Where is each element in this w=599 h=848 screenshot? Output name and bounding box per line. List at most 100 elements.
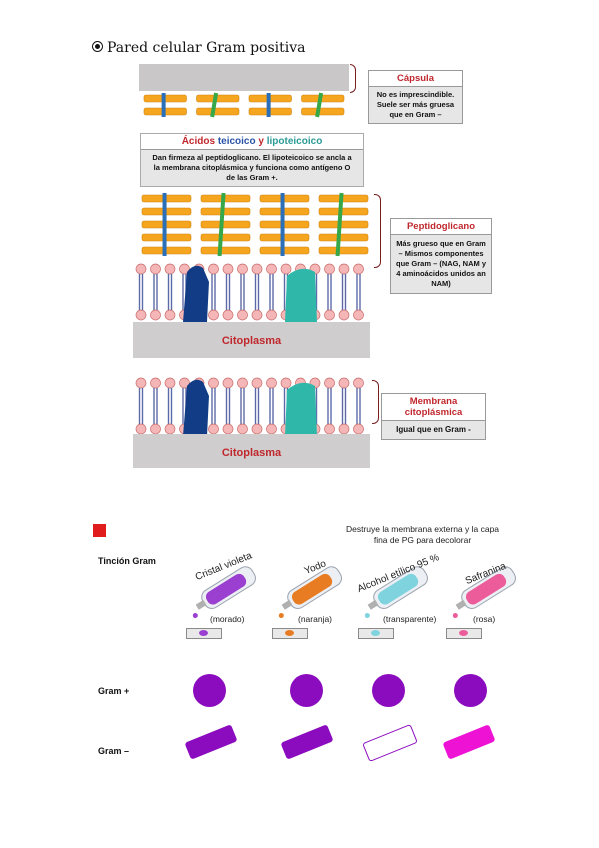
peptidoglicano-box: Peptidoglicano Más grueso que en Gram – … <box>390 218 492 294</box>
capsule-box: Cápsula No es imprescindible. Suele ser … <box>368 70 463 124</box>
lipid-head <box>222 377 234 389</box>
lipid-head <box>150 377 161 389</box>
gram-pos-cell-1 <box>193 674 226 707</box>
glycan-strand <box>196 107 240 116</box>
acidos-title: Ácidos teicoico y lipoteicoico <box>141 134 363 150</box>
glycan-strand <box>318 220 369 229</box>
lipid-head <box>222 423 234 435</box>
crosslink-chain <box>335 192 344 257</box>
acidos-text: Dan firmeza al peptidoglicano. El lipote… <box>141 150 363 186</box>
lipid-head <box>208 263 219 275</box>
gram-neg-rod-1 <box>184 724 238 760</box>
lipid-head <box>150 263 161 275</box>
lipid-head <box>179 377 190 389</box>
bullet-icon <box>92 41 103 52</box>
membrane-bilayer-2 <box>135 377 364 436</box>
reagent-result-1: (morado) <box>210 614 245 624</box>
lipid-head <box>266 309 277 321</box>
lipid-head <box>353 263 364 275</box>
citoplasma-1: Citoplasma <box>133 322 370 358</box>
integral-protein-blue <box>183 379 209 436</box>
lipid-head <box>135 377 147 389</box>
decolor-note: Destruye la membrana externa y la capa f… <box>345 524 500 544</box>
drop <box>364 613 370 619</box>
lipid-head <box>324 263 335 275</box>
reagent-bottle <box>278 566 342 619</box>
lipid-head <box>353 423 364 435</box>
lipid-head <box>164 377 176 389</box>
lipid-head <box>251 309 263 321</box>
lipid-head <box>324 423 335 435</box>
gram-pos-cell-2 <box>290 674 323 707</box>
crosslink-chain <box>315 92 324 118</box>
slide-2 <box>272 628 308 639</box>
glycan-strand <box>200 246 251 255</box>
lipid-head <box>150 423 161 435</box>
lipid-head <box>237 263 248 275</box>
reagent-bottle <box>192 566 256 619</box>
lipid-head <box>324 377 335 389</box>
membrane-bracket <box>372 380 379 424</box>
lipid-head <box>164 263 176 275</box>
reagent-result-2: (naranja) <box>298 614 333 624</box>
bottle-nozzle <box>195 599 207 610</box>
glycan-strand <box>200 194 251 203</box>
drop <box>452 613 458 619</box>
acidos-box: Ácidos teicoico y lipoteicoico Dan firme… <box>140 133 364 187</box>
lipid-head <box>237 309 248 321</box>
reagent-bottle <box>364 566 428 619</box>
drop <box>192 613 198 619</box>
lipid-head <box>237 423 248 435</box>
lipid-head <box>222 263 234 275</box>
reagent-result-4: (rosa) <box>473 614 496 624</box>
lipid-head <box>266 377 277 389</box>
lipid-head <box>251 263 263 275</box>
capsule-bracket <box>350 64 356 93</box>
slide-4 <box>446 628 482 639</box>
lipid-head <box>179 263 190 275</box>
crosslink-chain <box>210 92 219 118</box>
lipid-head <box>338 263 350 275</box>
lipid-head <box>135 309 147 321</box>
capsule-text: No es imprescindible. Suele ser más grue… <box>369 87 462 123</box>
bottle-nozzle <box>455 599 467 610</box>
membrana-title: Membrana citoplásmica <box>382 394 485 421</box>
glycan-strand <box>318 246 369 255</box>
page-title: Pared celular Gram positiva <box>92 40 305 56</box>
lipid-head <box>266 423 277 435</box>
capsule-title: Cápsula <box>369 71 462 87</box>
reagent-bottles <box>192 566 516 619</box>
bottle-nozzle <box>281 599 293 610</box>
capsule-layer <box>139 64 349 91</box>
reagent-result-3: (transparente) <box>383 614 437 624</box>
red-square-icon <box>93 524 106 537</box>
gram-pos-cell-3 <box>372 674 405 707</box>
bottle-liquid <box>291 573 333 605</box>
integral-protein-blue <box>183 265 209 322</box>
lipid-head <box>208 309 219 321</box>
lipid-head <box>150 309 161 321</box>
crosslink-chain <box>217 192 226 257</box>
gram-neg-rod-4 <box>442 724 496 760</box>
glycan-strand <box>196 94 240 103</box>
glycan-strand <box>318 233 369 242</box>
tincion-label: Tinción Gram <box>98 556 156 566</box>
glycan-strand <box>301 107 345 116</box>
lipid-head <box>338 377 350 389</box>
lipid-head <box>251 377 263 389</box>
lipid-head <box>338 309 350 321</box>
lipid-head <box>135 263 147 275</box>
peptidoglicano-text: Más grueso que en Gram – Mismos componen… <box>391 235 491 293</box>
peptidoglycan-thick <box>141 192 369 257</box>
gram-neg-rod-2 <box>280 724 334 760</box>
glycan-strand <box>200 220 251 229</box>
lipid-head <box>208 423 219 435</box>
lipid-head <box>164 423 176 435</box>
lipid-head <box>135 423 147 435</box>
lipid-head <box>208 377 219 389</box>
integral-protein-teal <box>285 382 317 436</box>
lipid-head <box>353 377 364 389</box>
lipid-head <box>324 309 335 321</box>
lipid-head <box>353 309 364 321</box>
glycan-strand <box>200 207 251 216</box>
